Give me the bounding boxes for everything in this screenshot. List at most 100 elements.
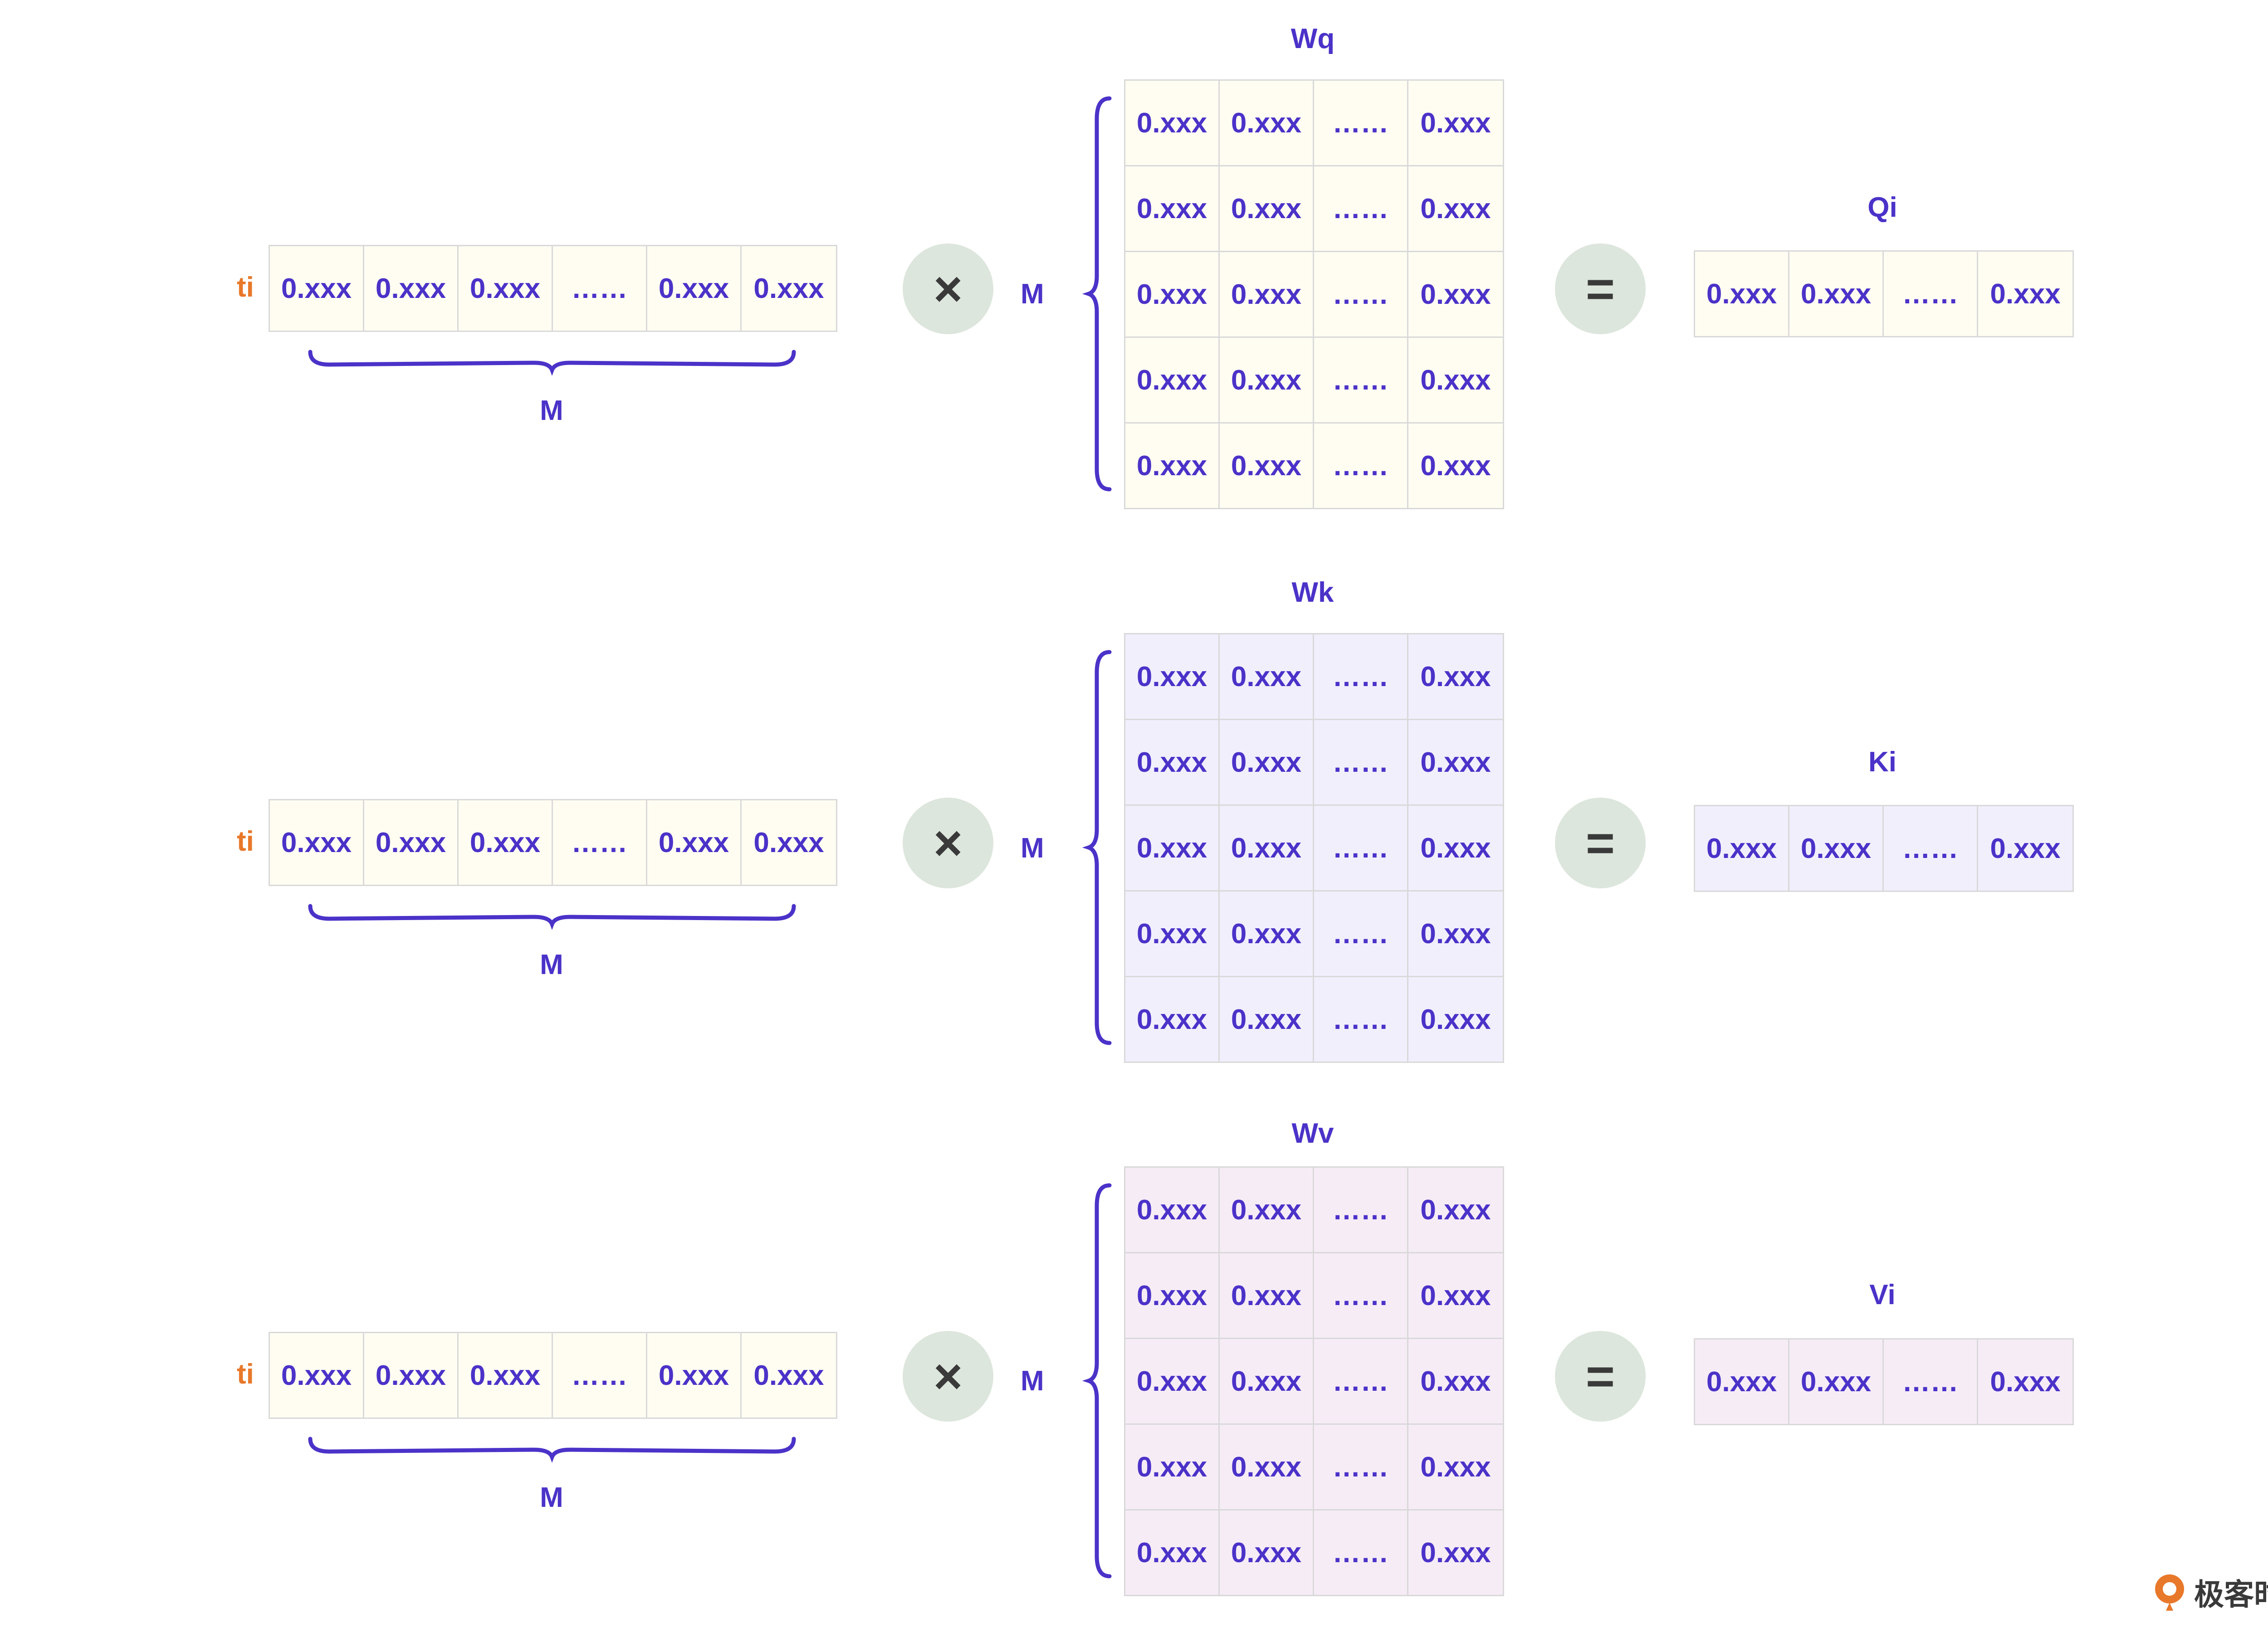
input-cell: 0.xxx	[753, 827, 824, 858]
matrix-cell: ……	[1314, 338, 1408, 422]
matrix-cell: 0.xxx	[1125, 424, 1220, 508]
matrix-cell: 0.xxx	[1125, 338, 1220, 422]
matrix-cell: 0.xxx	[1125, 1168, 1220, 1252]
input-cell: 0.xxx	[753, 1359, 824, 1391]
matrix-dim-label: M	[1021, 1365, 1044, 1397]
input-label-v: ti	[237, 1359, 254, 1390]
result-cell: 0.xxx	[1990, 278, 2061, 310]
matrix-cell: 0.xxx	[1125, 1425, 1220, 1509]
result-cell: 0.xxx	[1990, 833, 2061, 864]
result-title-k: Ki	[1868, 746, 1897, 778]
matrix-cell: ……	[1314, 424, 1408, 508]
result-cell: 0.xxx	[1789, 252, 1884, 336]
input-cell: ……	[553, 1333, 647, 1418]
matrix-cell: 0.xxx	[1125, 892, 1220, 976]
result-cell: 0.xxx	[1789, 806, 1884, 891]
input-dim-label: M	[540, 1482, 563, 1513]
result-cell: ……	[1884, 1340, 1978, 1424]
matrix-title-k: Wk	[1291, 577, 1334, 608]
equals-operator: =	[1555, 798, 1646, 888]
result-cell: 0.xxx	[1695, 1340, 1789, 1424]
input-dim-brace	[308, 904, 796, 930]
logo-text: 极客时间	[2194, 1578, 2268, 1611]
input-cell: 0.xxx	[647, 246, 742, 331]
matrix-cell: 0.xxx	[1220, 338, 1314, 422]
input-cell: 0.xxx	[270, 800, 364, 885]
multiply-operator: ×	[903, 798, 993, 888]
matrix-cell: 0.xxx	[1125, 1339, 1220, 1423]
result-title-v: Vi	[1869, 1279, 1896, 1311]
matrix-cell: 0.xxx	[1220, 1510, 1314, 1595]
matrix-cell: 0.xxx	[1220, 634, 1314, 719]
matrix-cell: 0.xxx	[1420, 918, 1491, 950]
matrix-cell: 0.xxx	[1125, 634, 1220, 719]
matrix-cell: 0.xxx	[1220, 1253, 1314, 1338]
matrix-cell: 0.xxx	[1420, 746, 1491, 778]
matrix-cell: 0.xxx	[1420, 1280, 1491, 1311]
input-cell: 0.xxx	[364, 800, 459, 885]
matrix-cell: 0.xxx	[1420, 832, 1491, 864]
input-cell: ……	[553, 800, 647, 885]
input-dim-brace	[308, 350, 796, 376]
input-cell: 0.xxx	[647, 1333, 742, 1418]
matrix-cell: 0.xxx	[1125, 806, 1220, 890]
matrix-cell: 0.xxx	[1420, 1537, 1491, 1569]
matrix-cell: ……	[1314, 1339, 1408, 1423]
matrix-cell: 0.xxx	[1420, 1365, 1491, 1397]
matrix-cell: 0.xxx	[1125, 720, 1220, 804]
input-label-q: ti	[237, 272, 254, 303]
multiply-operator: ×	[903, 244, 993, 334]
matrix-cell: ……	[1314, 1168, 1408, 1252]
matrix-cell: 0.xxx	[1125, 252, 1220, 336]
input-dim-label: M	[540, 949, 563, 980]
equals-operator: =	[1555, 1331, 1646, 1422]
matrix-cell: 0.xxx	[1125, 1510, 1220, 1595]
matrix-cell: 0.xxx	[1220, 81, 1314, 165]
input-dim-brace	[308, 1437, 796, 1463]
matrix-cell: 0.xxx	[1220, 252, 1314, 336]
matrix-cell: 0.xxx	[1125, 1253, 1220, 1338]
matrix-cell: 0.xxx	[1420, 364, 1491, 396]
input-cell: 0.xxx	[364, 1333, 459, 1418]
matrix-title-v: Wv	[1291, 1118, 1334, 1149]
input-label-k: ti	[237, 826, 254, 857]
matrix-cell: ……	[1314, 81, 1408, 165]
input-cell: 0.xxx	[647, 800, 742, 885]
input-cell: 0.xxx	[753, 273, 824, 304]
result-cell: ……	[1884, 806, 1978, 891]
matrix-cell: 0.xxx	[1220, 424, 1314, 508]
matrix-title-q: Wq	[1290, 23, 1335, 54]
matrix-cell: 0.xxx	[1420, 107, 1491, 139]
matrix-cell: ……	[1314, 892, 1408, 976]
input-cell: 0.xxx	[364, 246, 459, 331]
matrix-cell: 0.xxx	[1220, 1339, 1314, 1423]
matrix-dim-label: M	[1021, 833, 1044, 864]
matrix-cell: ……	[1314, 1425, 1408, 1509]
geektime-logo: 极客时间	[2152, 1570, 2268, 1614]
matrix-cell: ……	[1314, 634, 1408, 719]
equals-operator: =	[1555, 244, 1646, 334]
matrix-cell: 0.xxx	[1420, 193, 1491, 224]
matrix-cell: ……	[1314, 806, 1408, 890]
